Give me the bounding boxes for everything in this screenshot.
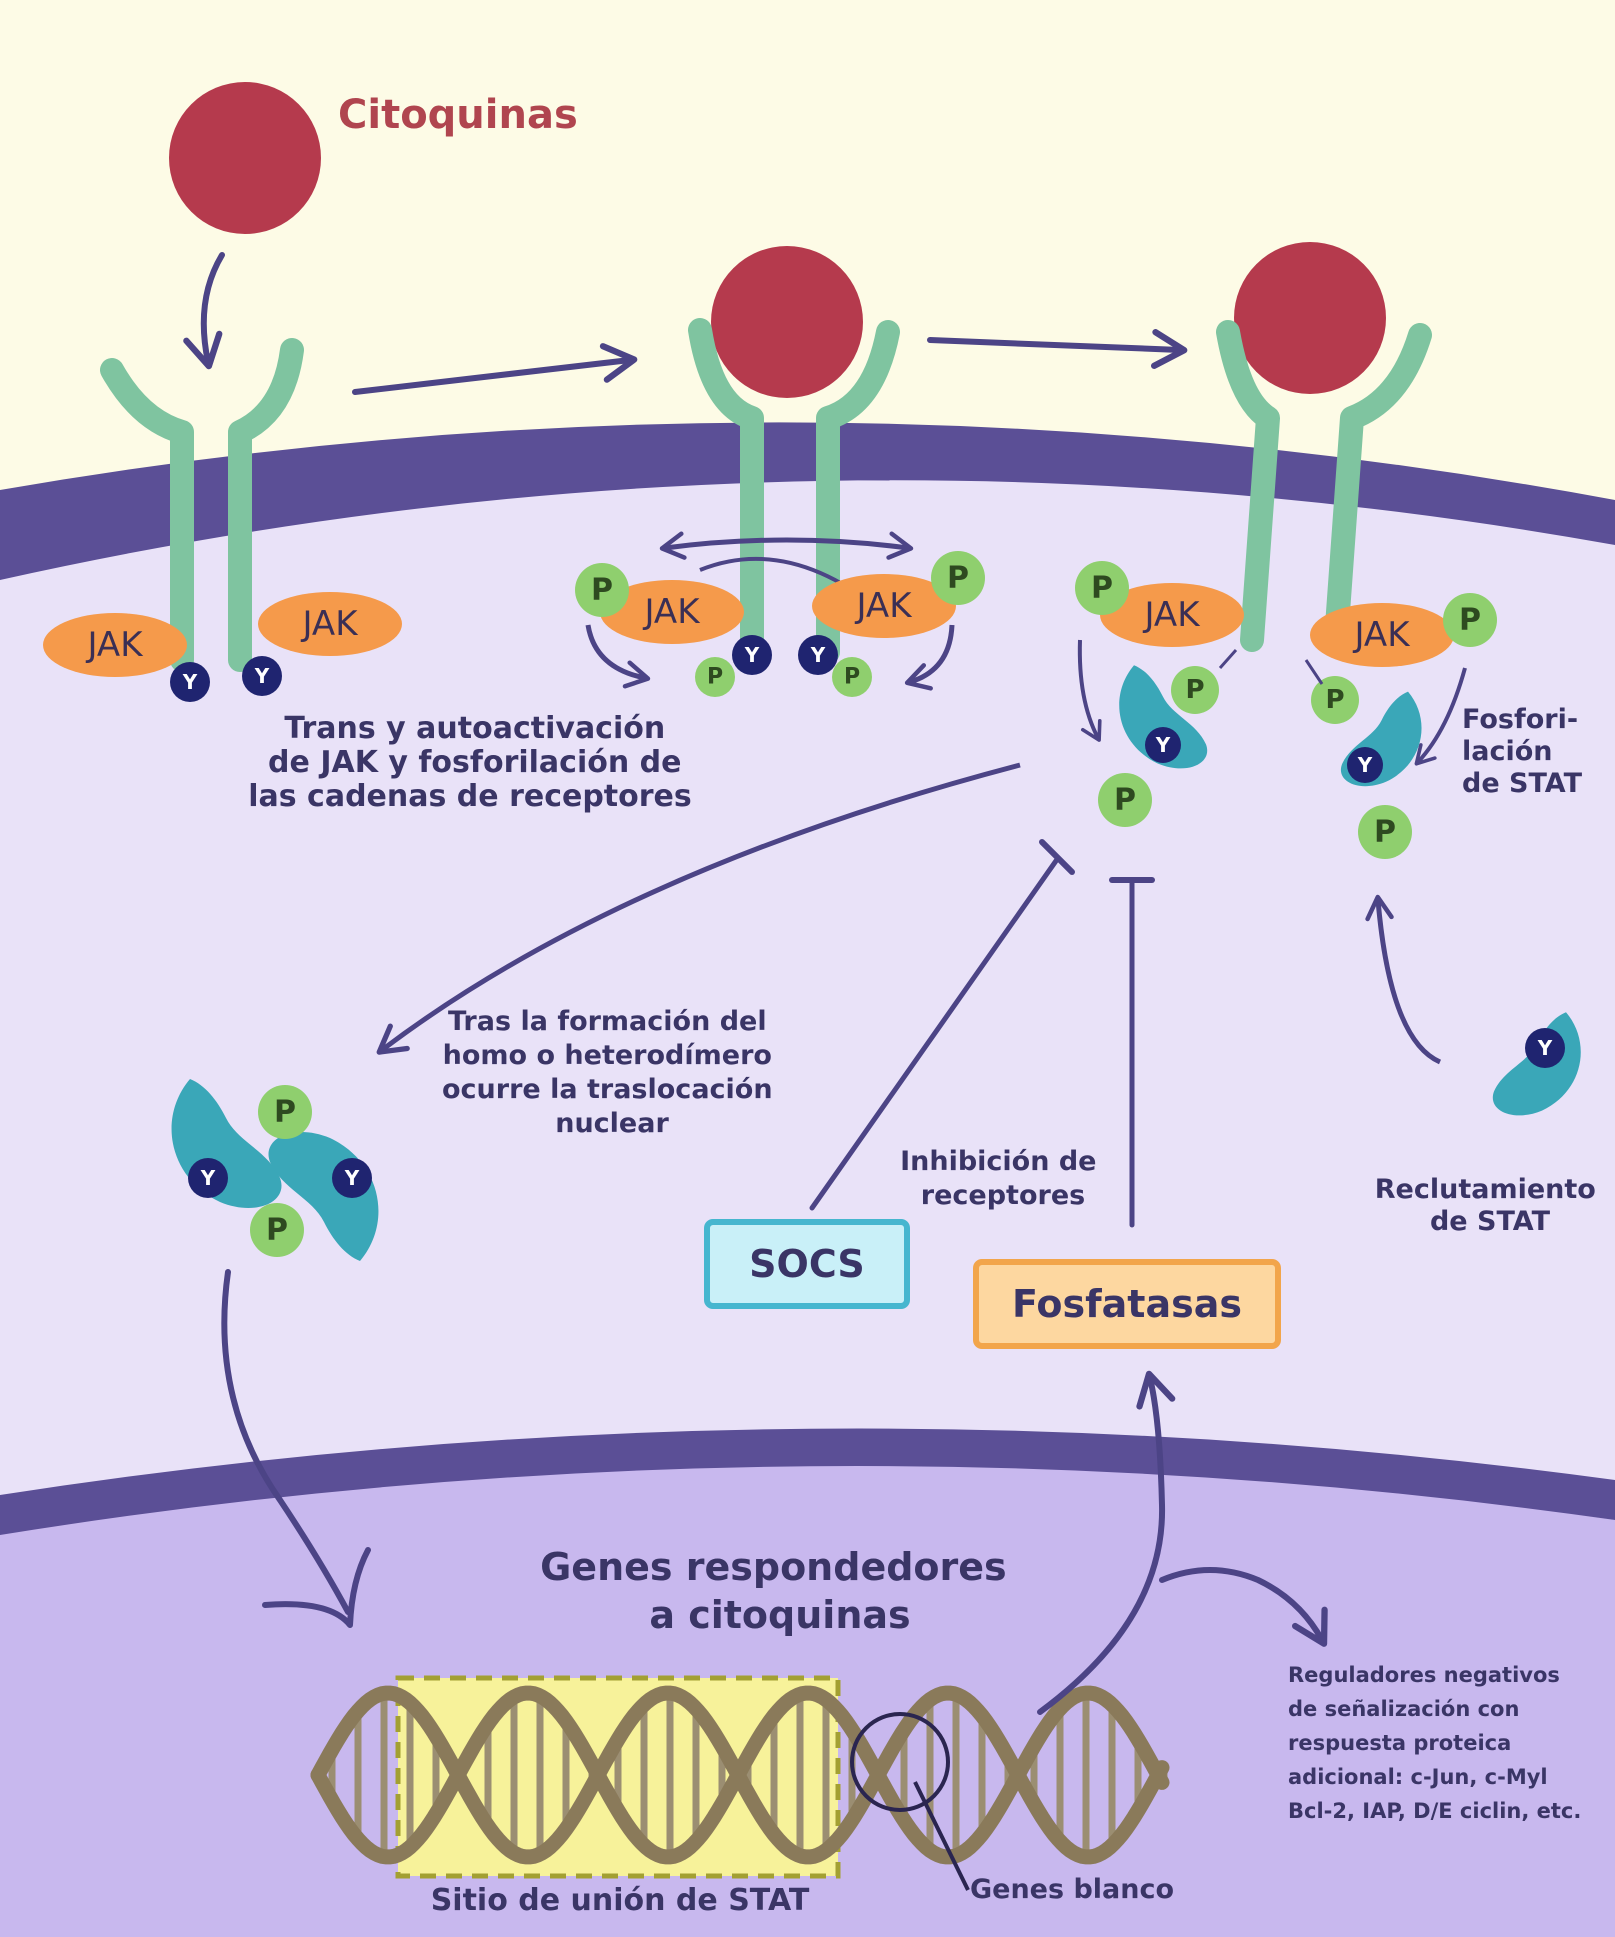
stat-binding-site-label: Sitio de unión de STAT [431,1883,810,1918]
svg-text:JAK: JAK [301,604,360,644]
socs-inhibition-line [809,855,1061,1211]
socs-inhibition-bar [1039,839,1075,875]
phosphate-dimer-bottom: P [250,1203,304,1257]
jak-left-stage1: JAK [43,613,187,677]
receptor-pair-stage2 [688,318,900,664]
phosphatases-box: Fosfatasas [973,1259,1281,1349]
svg-text:Y: Y [1357,753,1373,777]
translocation-arrow [376,762,1021,1055]
jak-cross-activation-arrow-top [659,531,914,560]
svg-text:JAK: JAK [86,625,145,665]
receptor-inhibition-label: Inhibición de receptores [900,1146,1106,1211]
receptor-pair-stage1 [100,338,304,672]
stat-phosphorylation-arrow-right [1414,667,1467,766]
cytokine-bound-stage3 [1234,242,1386,394]
phosphate-jak-left-stage3: P [1075,561,1129,615]
svg-text:Y: Y [344,1166,360,1190]
tyrosine-dimer-right: Y [332,1158,372,1198]
binding-arrow [183,252,225,370]
svg-text:P: P [947,561,969,596]
stage1-to-stage2-arrow [352,343,638,395]
svg-text:Y: Y [182,670,198,694]
cytokine-bound-stage2 [711,246,863,398]
tyrosine-right-stage2: Y [798,635,838,675]
phosphate-receptor-right-stage3: P [1311,676,1359,724]
svg-text:JAK: JAK [643,592,702,632]
jak-right-stage2: JAK [812,574,956,638]
svg-text:Y: Y [1155,733,1171,757]
svg-text:P: P [591,573,613,608]
svg-text:Fosfatasas: Fosfatasas [1012,1282,1242,1326]
stat-phosphorylation-arrow-inner-right [1304,659,1324,685]
stat-recruitment-arrow [1365,894,1442,1065]
svg-text:P: P [266,1213,288,1248]
autophosphorylation-arrow-right [904,624,955,691]
target-gene-pointer [913,1781,970,1891]
negative-regulators-label: Reguladores negativos de señalización co… [1288,1663,1581,1823]
svg-text:P: P [1374,815,1396,850]
trans-activation-label: Trans y autoactivación de JAK y fosforil… [248,711,692,814]
receptor-pair-stage3 [1216,320,1432,652]
jak-left-stage2: JAK [600,580,744,644]
phosphate-receptor-left-stage2: P [695,657,735,697]
target-genes-label: Genes blanco [970,1874,1174,1905]
phosphatase-feedback-arrow [1037,1370,1176,1715]
jak-left-stage3: JAK [1100,583,1244,647]
svg-text:P: P [1325,685,1344,715]
cytokine-genes-label: Genes respondedores a citoquinas [540,1545,1020,1637]
tyrosine-stat-right-stage3: Y [1347,747,1383,783]
svg-text:P: P [274,1095,296,1130]
cytokines-label: Citoquinas [338,92,578,138]
dna-strand-b [310,1685,1170,1865]
stat-phosphorylation-arrow-left [1077,639,1102,742]
svg-text:Y: Y [810,643,826,667]
tyrosine-left-stage1: Y [170,662,210,702]
tyrosine-stat-free: Y [1525,1028,1565,1068]
phosphate-receptor-right-stage2: P [832,657,872,697]
phosphate-jak-right-stage2: P [931,551,985,605]
tyrosine-left-stage2: Y [732,635,772,675]
stat-phosphorylation-arrow-inner-left [1218,649,1238,669]
cell-membrane [0,422,1615,580]
socs-box: SOCS [704,1219,910,1309]
nuclear-entry-arrowhead [262,1547,371,1628]
stat-phosphorylation-label: Fosfori- lación de STAT [1462,704,1587,799]
phosphate-stat-left-stage3: P [1098,773,1152,827]
tyrosine-dimer-left: Y [188,1158,228,1198]
dna-helix [310,1685,1170,1865]
target-gene-marker [850,1712,950,1812]
phosphate-receptor-left-stage3: P [1171,666,1219,714]
svg-text:P: P [707,665,723,690]
tyrosine-stat-left-stage3: Y [1145,727,1181,763]
svg-text:SOCS: SOCS [749,1242,865,1286]
phosphate-jak-right-stage3: P [1443,593,1497,647]
stat-recruitment-label: Reclutamiento de STAT [1375,1174,1606,1237]
cytokine-free [169,82,321,234]
jak-right-stage1: JAK [258,592,402,656]
phosphate-stat-right-stage3: P [1358,805,1412,859]
svg-text:P: P [1185,675,1204,705]
svg-text:P: P [1091,571,1113,606]
svg-text:P: P [1114,783,1136,818]
svg-text:P: P [844,665,860,690]
phosphate-jak-left-stage2: P [575,563,629,617]
nuclear-membrane [0,1428,1615,1535]
svg-text:Y: Y [1537,1036,1553,1060]
negative-regulators-arrow [1159,1567,1328,1647]
svg-text:P: P [1459,603,1481,638]
nuclear-entry-arrow [221,1269,351,1615]
jak-right-stage3: JAK [1310,603,1454,667]
phosphate-dimer-top: P [258,1085,312,1139]
svg-text:Y: Y [200,1166,216,1190]
translocation-label: Tras la formación del homo o heterodímer… [442,1006,782,1139]
svg-text:JAK: JAK [855,586,914,626]
stage2-to-stage3-arrow [927,329,1188,369]
autophosphorylation-arrow-left [585,624,651,689]
svg-text:JAK: JAK [1353,615,1412,655]
svg-text:Y: Y [254,664,270,688]
svg-text:Y: Y [744,643,760,667]
tyrosine-right-stage1: Y [242,656,282,696]
svg-text:JAK: JAK [1143,595,1202,635]
